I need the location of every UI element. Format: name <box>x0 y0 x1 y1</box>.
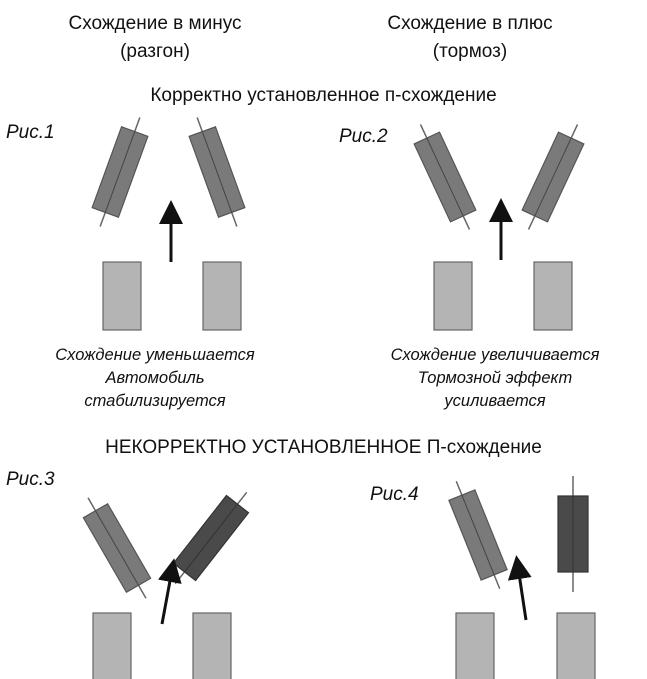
fig2-rear-right-wheel <box>533 261 573 331</box>
fig3-front-right-wheel <box>172 491 250 585</box>
fig3-label: Рис.3 <box>6 469 55 490</box>
header-right-line2: (тормоз) <box>432 41 508 62</box>
header-left-line2: (разгон) <box>120 41 190 62</box>
fig3-rear-left-wheel <box>92 612 132 679</box>
fig2-diagram <box>413 124 585 331</box>
fig1-label: Рис.1 <box>6 122 55 143</box>
fig1-rear-right-wheel <box>202 261 242 331</box>
fig3-direction-arrow <box>158 558 182 625</box>
fig1-front-right-wheel <box>188 117 246 227</box>
fig1-diagram <box>91 117 246 331</box>
fig2-front-right-wheel <box>521 124 585 230</box>
fig2-caption-line2: Тормозной эффект <box>417 369 573 387</box>
fig1-rear-left-wheel <box>102 261 142 331</box>
section1-title: Корректно установленное п-схождение <box>150 85 497 106</box>
fig1-caption-line3: стабилизируется <box>84 392 226 410</box>
fig3-rear-right-wheel <box>192 612 232 679</box>
fig3-front-left-wheel <box>82 497 152 599</box>
fig2-rear-left-wheel <box>433 261 473 331</box>
fig4-direction-arrow <box>507 555 532 621</box>
fig2-front-left-wheel <box>413 124 477 230</box>
header-right-line1: Схождение в плюс <box>387 13 553 34</box>
section2-title: НЕКОРРЕКТНО УСТАНОВЛЕННОЕ П-схождение <box>105 437 542 458</box>
fig1-front-left-wheel <box>91 117 149 227</box>
fig4-front-left-wheel <box>448 480 508 590</box>
fig4-rear-right-wheel <box>556 612 596 679</box>
fig3-diagram <box>82 491 250 679</box>
fig1-caption-line1: Схождение уменьшается <box>55 346 255 364</box>
fig4-label: Рис.4 <box>370 484 419 505</box>
header-left-line1: Схождение в минус <box>68 13 242 34</box>
fig2-label: Рис.2 <box>339 126 388 147</box>
fig4-rear-left-wheel <box>455 612 495 679</box>
fig2-caption-line3: усиливается <box>444 392 546 410</box>
fig4-front-right-wheel <box>557 476 589 592</box>
fig4-diagram <box>448 476 596 679</box>
fig1-caption-line2: Автомобиль <box>105 369 205 387</box>
fig2-caption-line1: Схождение увеличивается <box>390 346 600 364</box>
